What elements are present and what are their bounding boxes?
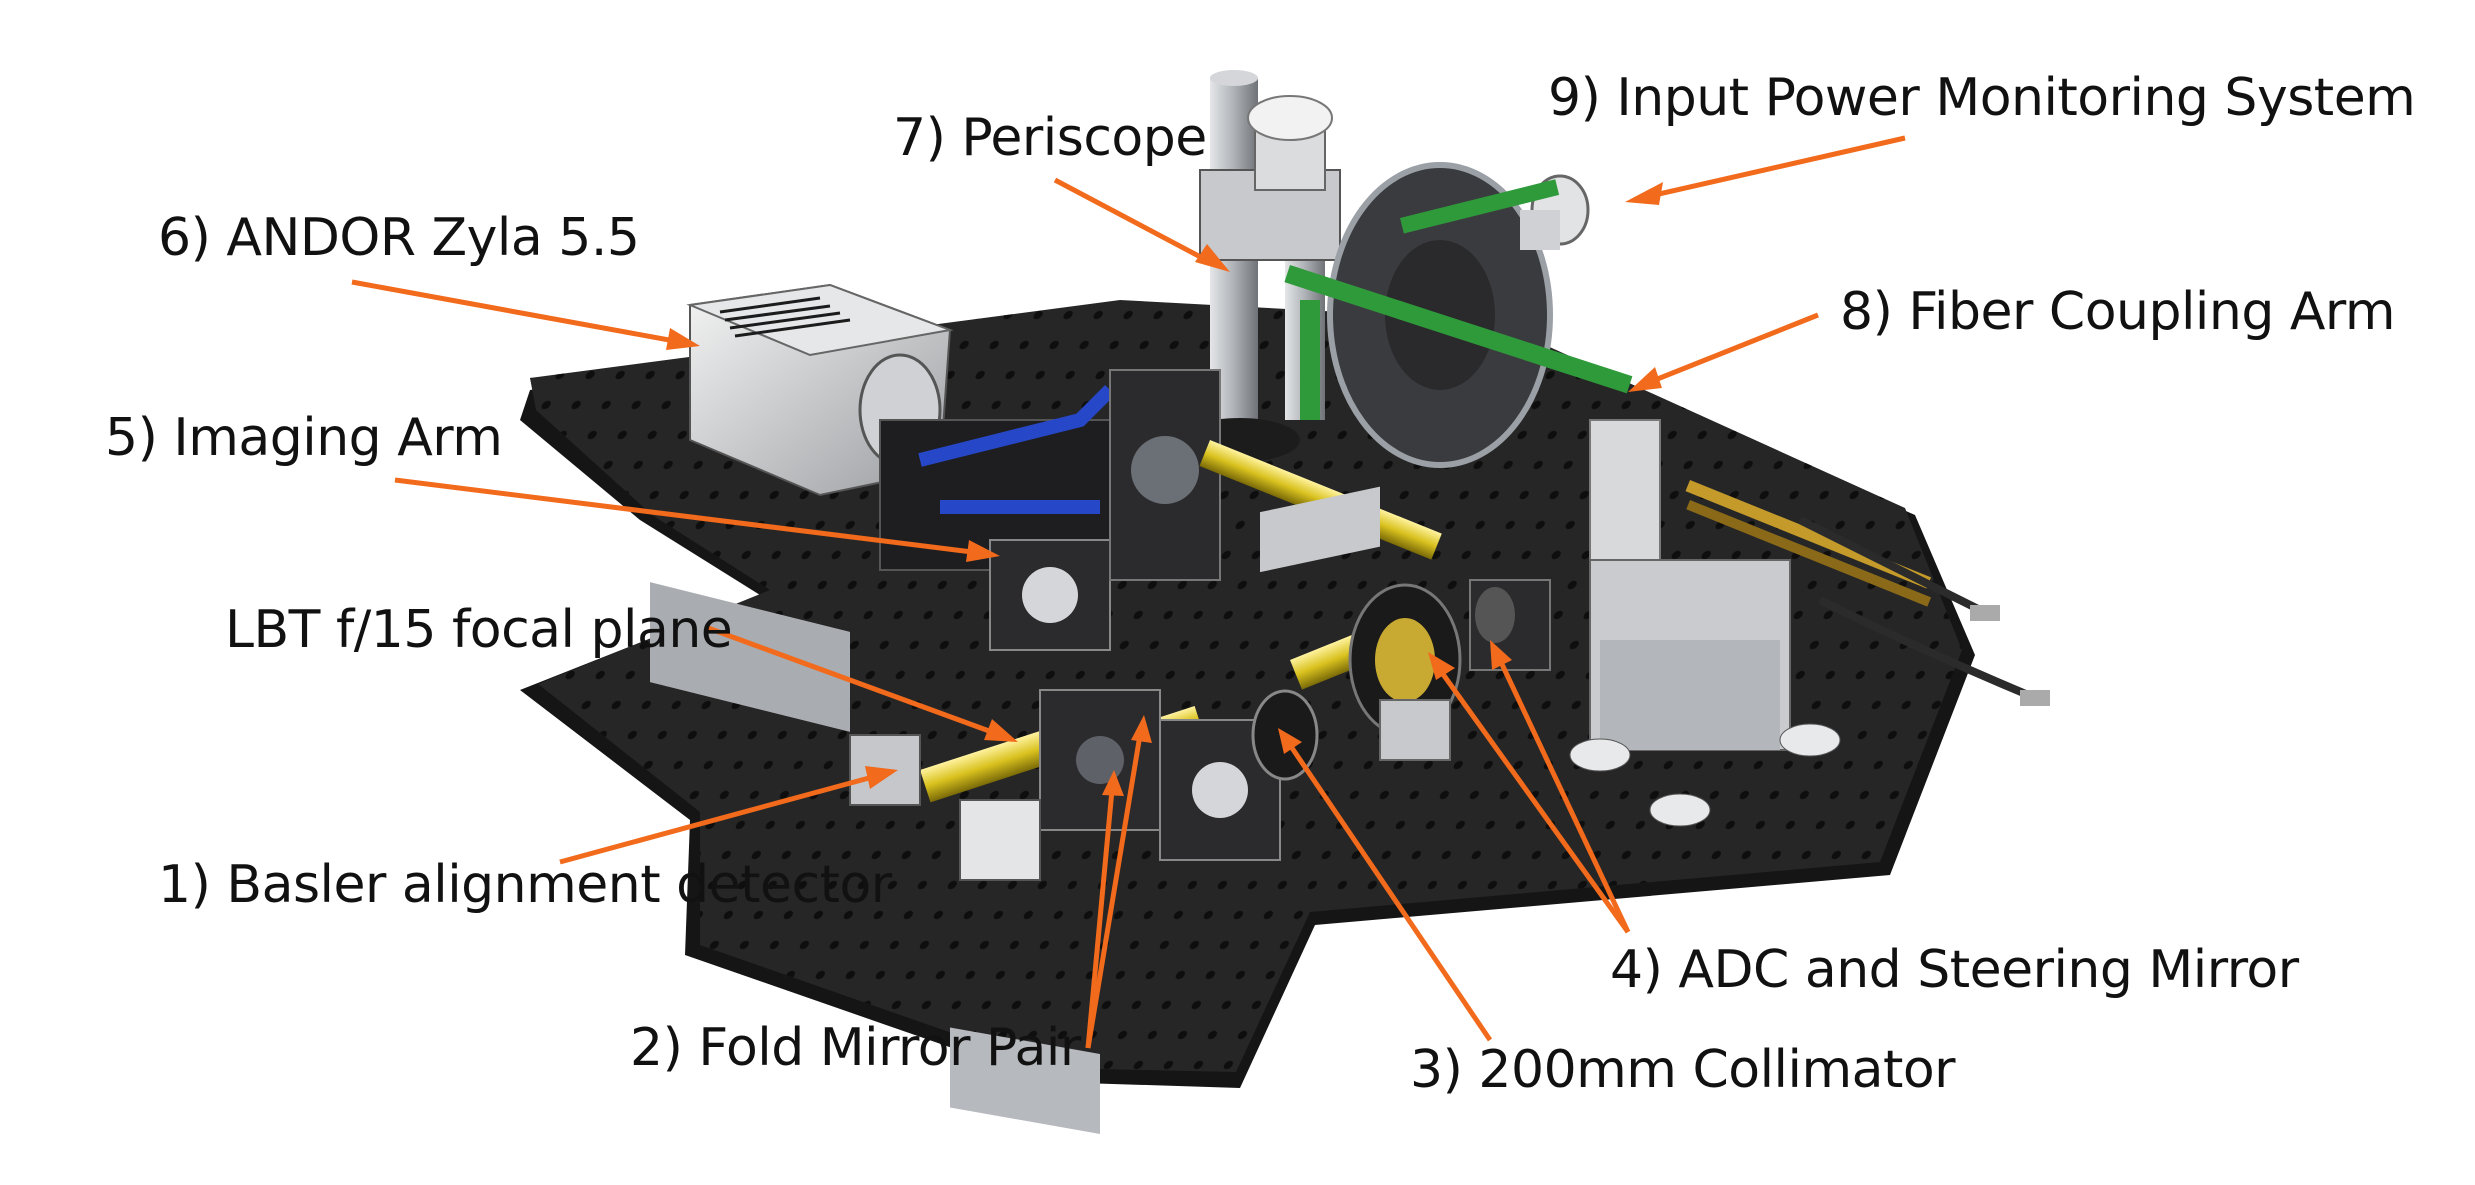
leader-9: [1649, 135, 1906, 199]
actuator: [1569, 738, 1631, 772]
label-fiber-coupling-arm: 8) Fiber Coupling Arm: [1840, 282, 2396, 342]
green-beam: [1284, 179, 1633, 420]
leader-5: [394, 477, 981, 556]
arrowhead-8: [1628, 367, 1662, 392]
arrowhead-fp: [984, 719, 1018, 742]
leader-fp: [707, 625, 1001, 738]
fold-mirror-pair: [1039, 689, 1281, 861]
fiber-cable-2: [1818, 596, 2042, 704]
arrowhead-7: [1195, 244, 1230, 272]
arrowhead-9: [1625, 182, 1663, 205]
arrowhead-2b: [1102, 770, 1124, 796]
blue-beam: [918, 385, 1115, 467]
arrowhead-1: [865, 766, 898, 789]
fiber-cable-1: [1798, 516, 1992, 619]
leader-2a: [1085, 734, 1143, 1049]
label-fold-mirror-pair: 2) Fold Mirror Pair: [630, 1018, 1081, 1078]
arrowheads: [666, 182, 1663, 796]
leader-1: [559, 772, 881, 865]
fiber-tube-1: [1685, 479, 1932, 589]
arrowhead-2a: [1131, 715, 1152, 743]
leader-6: [351, 279, 681, 345]
arrowhead-3: [1278, 728, 1302, 754]
leader-7: [1053, 177, 1212, 265]
arrowhead-4a: [1428, 652, 1455, 680]
label-andor-zyla: 6) ANDOR Zyla 5.5: [158, 208, 640, 268]
label-periscope: 7) Periscope: [893, 108, 1207, 168]
leader-lines: [351, 135, 1906, 1049]
leader-4a: [1437, 668, 1631, 934]
arrowhead-4b: [1490, 640, 1512, 670]
leader-2b: [1085, 789, 1115, 1049]
leader-4b: [1497, 658, 1631, 934]
imaging-arm: [879, 369, 1221, 651]
leader-8: [1649, 312, 1819, 385]
adc-steering-mirror: [1348, 579, 1551, 761]
arrowhead-5: [966, 540, 1000, 562]
label-focal-plane: LBT f/15 focal plane: [225, 600, 733, 660]
label-collimator: 3) 200mm Collimator: [1410, 1040, 1956, 1100]
arrowhead-6: [666, 328, 700, 350]
label-basler-detector: 1) Basler alignment detector: [158, 855, 892, 915]
label-imaging-arm: 5) Imaging Arm: [105, 408, 503, 468]
label-adc-steering-mirror: 4) ADC and Steering Mirror: [1610, 940, 2299, 1000]
basler-base: [950, 1027, 1100, 1134]
leader-3: [1287, 743, 1493, 1042]
fiber-coupling-arm: [1569, 419, 2050, 827]
adc-pedestal: [1379, 699, 1451, 761]
camera-rail: [650, 582, 850, 732]
fiber-tube-2: [1686, 500, 1932, 607]
periscope-knob: [1247, 95, 1333, 141]
label-input-power-monitoring: 9) Input Power Monitoring System: [1548, 68, 2416, 128]
